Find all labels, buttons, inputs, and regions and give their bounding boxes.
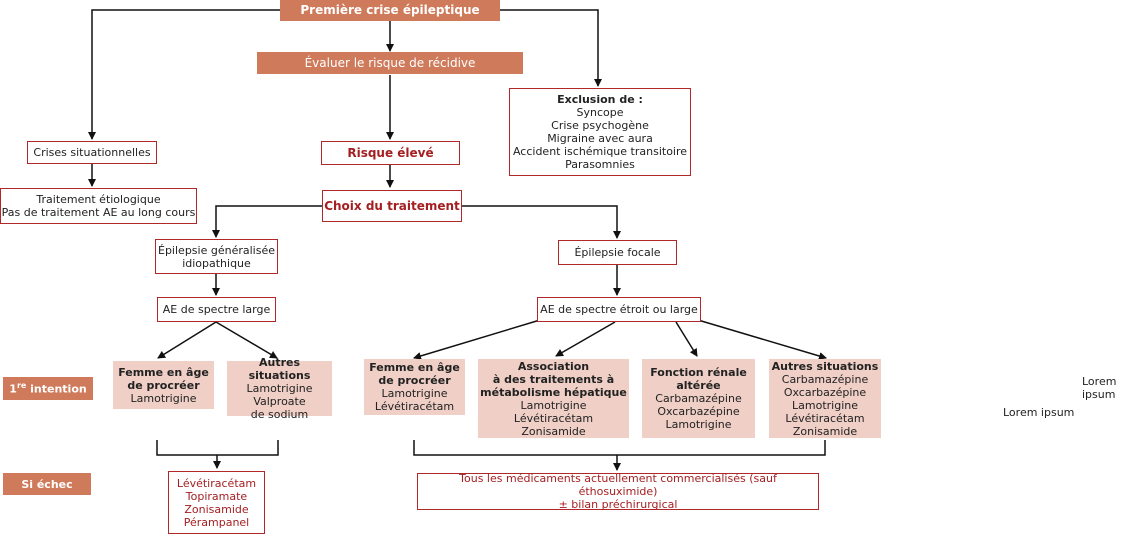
drug-item: Oxcarbazépine: [783, 385, 867, 399]
drug-item: Lamotrigine: [520, 398, 587, 412]
situational-treatment-line: Traitement étiologique: [36, 193, 161, 206]
generalized-women-box: Femme en âge de procréer Lamotrigine: [113, 361, 214, 409]
drug-item: Lamotrigine: [381, 387, 448, 400]
exclusion-item: Accident ischémique transitoire: [512, 145, 688, 158]
title-label: Première crise épileptique: [300, 3, 480, 17]
high-risk-box: Risque élevé: [321, 141, 460, 165]
generalized-label-line: Épilepsie généralisée: [158, 243, 275, 257]
title-premiere-crise: Première crise épileptique: [280, 0, 500, 21]
high-risk-label: Risque élevé: [347, 145, 434, 160]
drug-item: Oxcarbazépine: [657, 405, 740, 418]
focal-failure-line: Tous les médicaments actuellement commer…: [459, 472, 777, 498]
box-title-line: Autres situations: [248, 356, 311, 382]
first-intention-number: 1: [9, 382, 17, 396]
failure-label: Si échec: [3, 473, 91, 495]
exclusion-item: Crise psychogène: [551, 119, 649, 132]
drug-item: Carbamazépine: [655, 392, 742, 405]
drug-item: Lamotrigine: [792, 398, 858, 412]
generalized-spectrum-label: AE de spectre large: [162, 303, 271, 316]
drug-item: Zonisamide: [521, 424, 586, 438]
generalized-epilepsy-box: Épilepsie généralisée idiopathique: [155, 239, 278, 274]
box-title-line: métabolisme hépatique: [480, 385, 627, 399]
generalized-label-line: idiopathique: [182, 256, 251, 270]
box-title-line: Femme en âge: [369, 361, 460, 374]
exclusion-item: Parasomnies: [565, 158, 635, 171]
drug-item: Lamotrigine: [665, 418, 732, 431]
drug-item: Pérampanel: [183, 515, 250, 529]
generalized-spectrum-box: AE de spectre large: [157, 297, 276, 322]
box-title-line: Autres situations: [771, 359, 879, 373]
failure-label-text: Si échec: [21, 477, 73, 491]
situational-label: Crises situationnelles: [33, 146, 151, 159]
exclusion-heading: Exclusion de :: [557, 93, 643, 106]
first-intention-sup: re: [16, 381, 27, 391]
box-title-line: Association: [517, 359, 590, 373]
drug-item: de sodium: [250, 408, 309, 421]
focal-renal-box: Fonction rénale altérée Carbamazépine Ox…: [642, 359, 755, 438]
box-title-line: altérée: [676, 379, 721, 392]
situational-seizures-box: Crises situationnelles: [27, 141, 157, 164]
focal-label: Épilepsie focale: [574, 246, 661, 259]
focal-spectrum-box: AE de spectre étroit ou large: [537, 297, 701, 322]
drug-item: Zonisamide: [792, 424, 858, 438]
generalized-failure-box: Lévétiracétam Topiramate Zonisamide Péra…: [168, 471, 265, 534]
box-title-line: Fonction rénale: [650, 366, 747, 379]
situational-treatment-box: Traitement étiologique Pas de traitement…: [0, 188, 197, 224]
evaluate-label: Évaluer le risque de récidive: [304, 55, 476, 70]
drug-item: Lévétiracétam: [374, 400, 455, 413]
drug-item: Valproate: [253, 395, 306, 408]
box-title-line: de procréer: [378, 374, 451, 387]
focal-failure-box: Tous les médicaments actuellement commer…: [417, 472, 819, 511]
situational-treatment-line: Pas de traitement AE au long cours: [1, 206, 196, 219]
drug-item: Lamotrigine: [246, 382, 313, 395]
focal-other-box: Autres situations Carbamazépine Oxcarbaz…: [769, 359, 881, 438]
exclusion-item: Migraine avec aura: [547, 132, 653, 145]
box-title-line: de procréer: [127, 378, 200, 392]
exclusion-item: Syncope: [576, 106, 624, 119]
drug-item: Lévétiracétam: [176, 476, 257, 490]
focal-women-box: Femme en âge de procréer Lamotrigine Lév…: [364, 359, 465, 415]
exclusion-box: Exclusion de : Syncope Crise psychogène …: [509, 88, 691, 176]
box-title-line: à des traitements à: [492, 372, 615, 386]
drug-item: Topiramate: [185, 489, 248, 503]
focal-epilepsy-box: Épilepsie focale: [558, 240, 677, 265]
lorem-text: Lorem ipsum: [1003, 406, 1075, 419]
evaluate-risk-box: Évaluer le risque de récidive: [257, 52, 523, 74]
drug-item: Lévétiracétam: [785, 411, 865, 425]
first-intention-text: intention: [26, 382, 87, 396]
generalized-other-box: Autres situations Lamotrigine Valproate …: [227, 356, 332, 421]
focal-spectrum-label: AE de spectre étroit ou large: [540, 303, 698, 316]
drug-item: Lévétiracétam: [513, 411, 594, 425]
drug-item: Lamotrigine: [130, 391, 197, 405]
focal-association-box: Association à des traitements à métaboli…: [478, 359, 629, 438]
box-title-line: Femme en âge: [118, 365, 209, 379]
first-intention-label: 1re intention: [3, 377, 93, 400]
focal-failure-line: ± bilan préchirurgical: [558, 498, 678, 511]
lorem-text: Lorem ipsum: [1082, 375, 1117, 401]
drug-item: Zonisamide: [184, 502, 249, 516]
treatment-choice-box: Choix du traitement: [322, 190, 462, 222]
drug-item: Carbamazépine: [781, 372, 869, 386]
treatment-choice-label: Choix du traitement: [324, 198, 460, 213]
